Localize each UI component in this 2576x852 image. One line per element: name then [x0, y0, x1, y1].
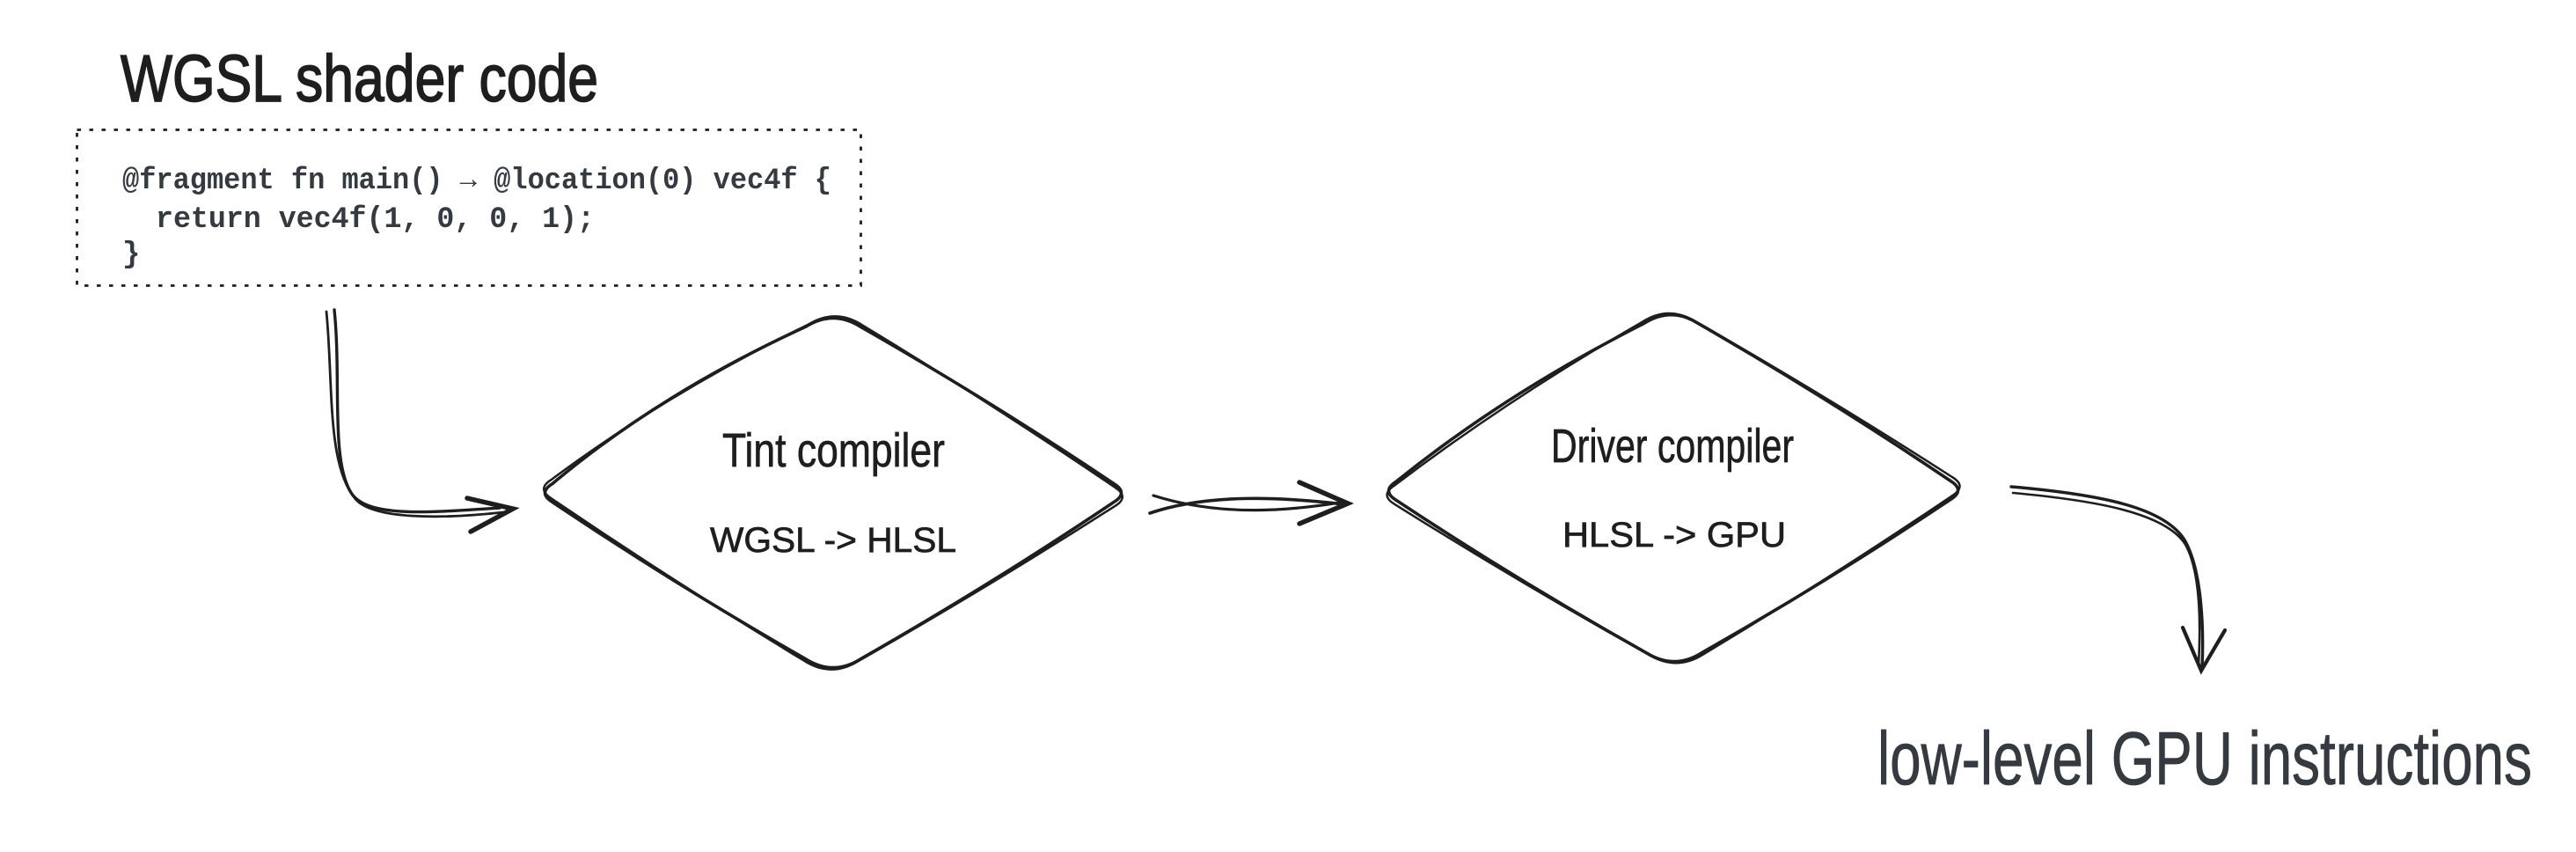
- svg-text:@fragment fn main() → @locatio: @fragment fn main() → @location(0) vec4f…: [122, 165, 831, 198]
- svg-text:Tint compiler: Tint compiler: [722, 424, 945, 477]
- svg-text:return vec4f(1, 0, 0, 1);: return vec4f(1, 0, 0, 1);: [156, 203, 595, 237]
- svg-text:HLSL -> GPU: HLSL -> GPU: [1562, 516, 1786, 555]
- svg-text:low-level GPU instructions: low-level GPU instructions: [1877, 717, 2532, 801]
- svg-text:}: }: [122, 239, 140, 272]
- svg-text:WGSL shader code: WGSL shader code: [121, 41, 598, 115]
- svg-text:Driver compiler: Driver compiler: [1551, 420, 1794, 473]
- svg-text:WGSL -> HLSL: WGSL -> HLSL: [710, 521, 956, 560]
